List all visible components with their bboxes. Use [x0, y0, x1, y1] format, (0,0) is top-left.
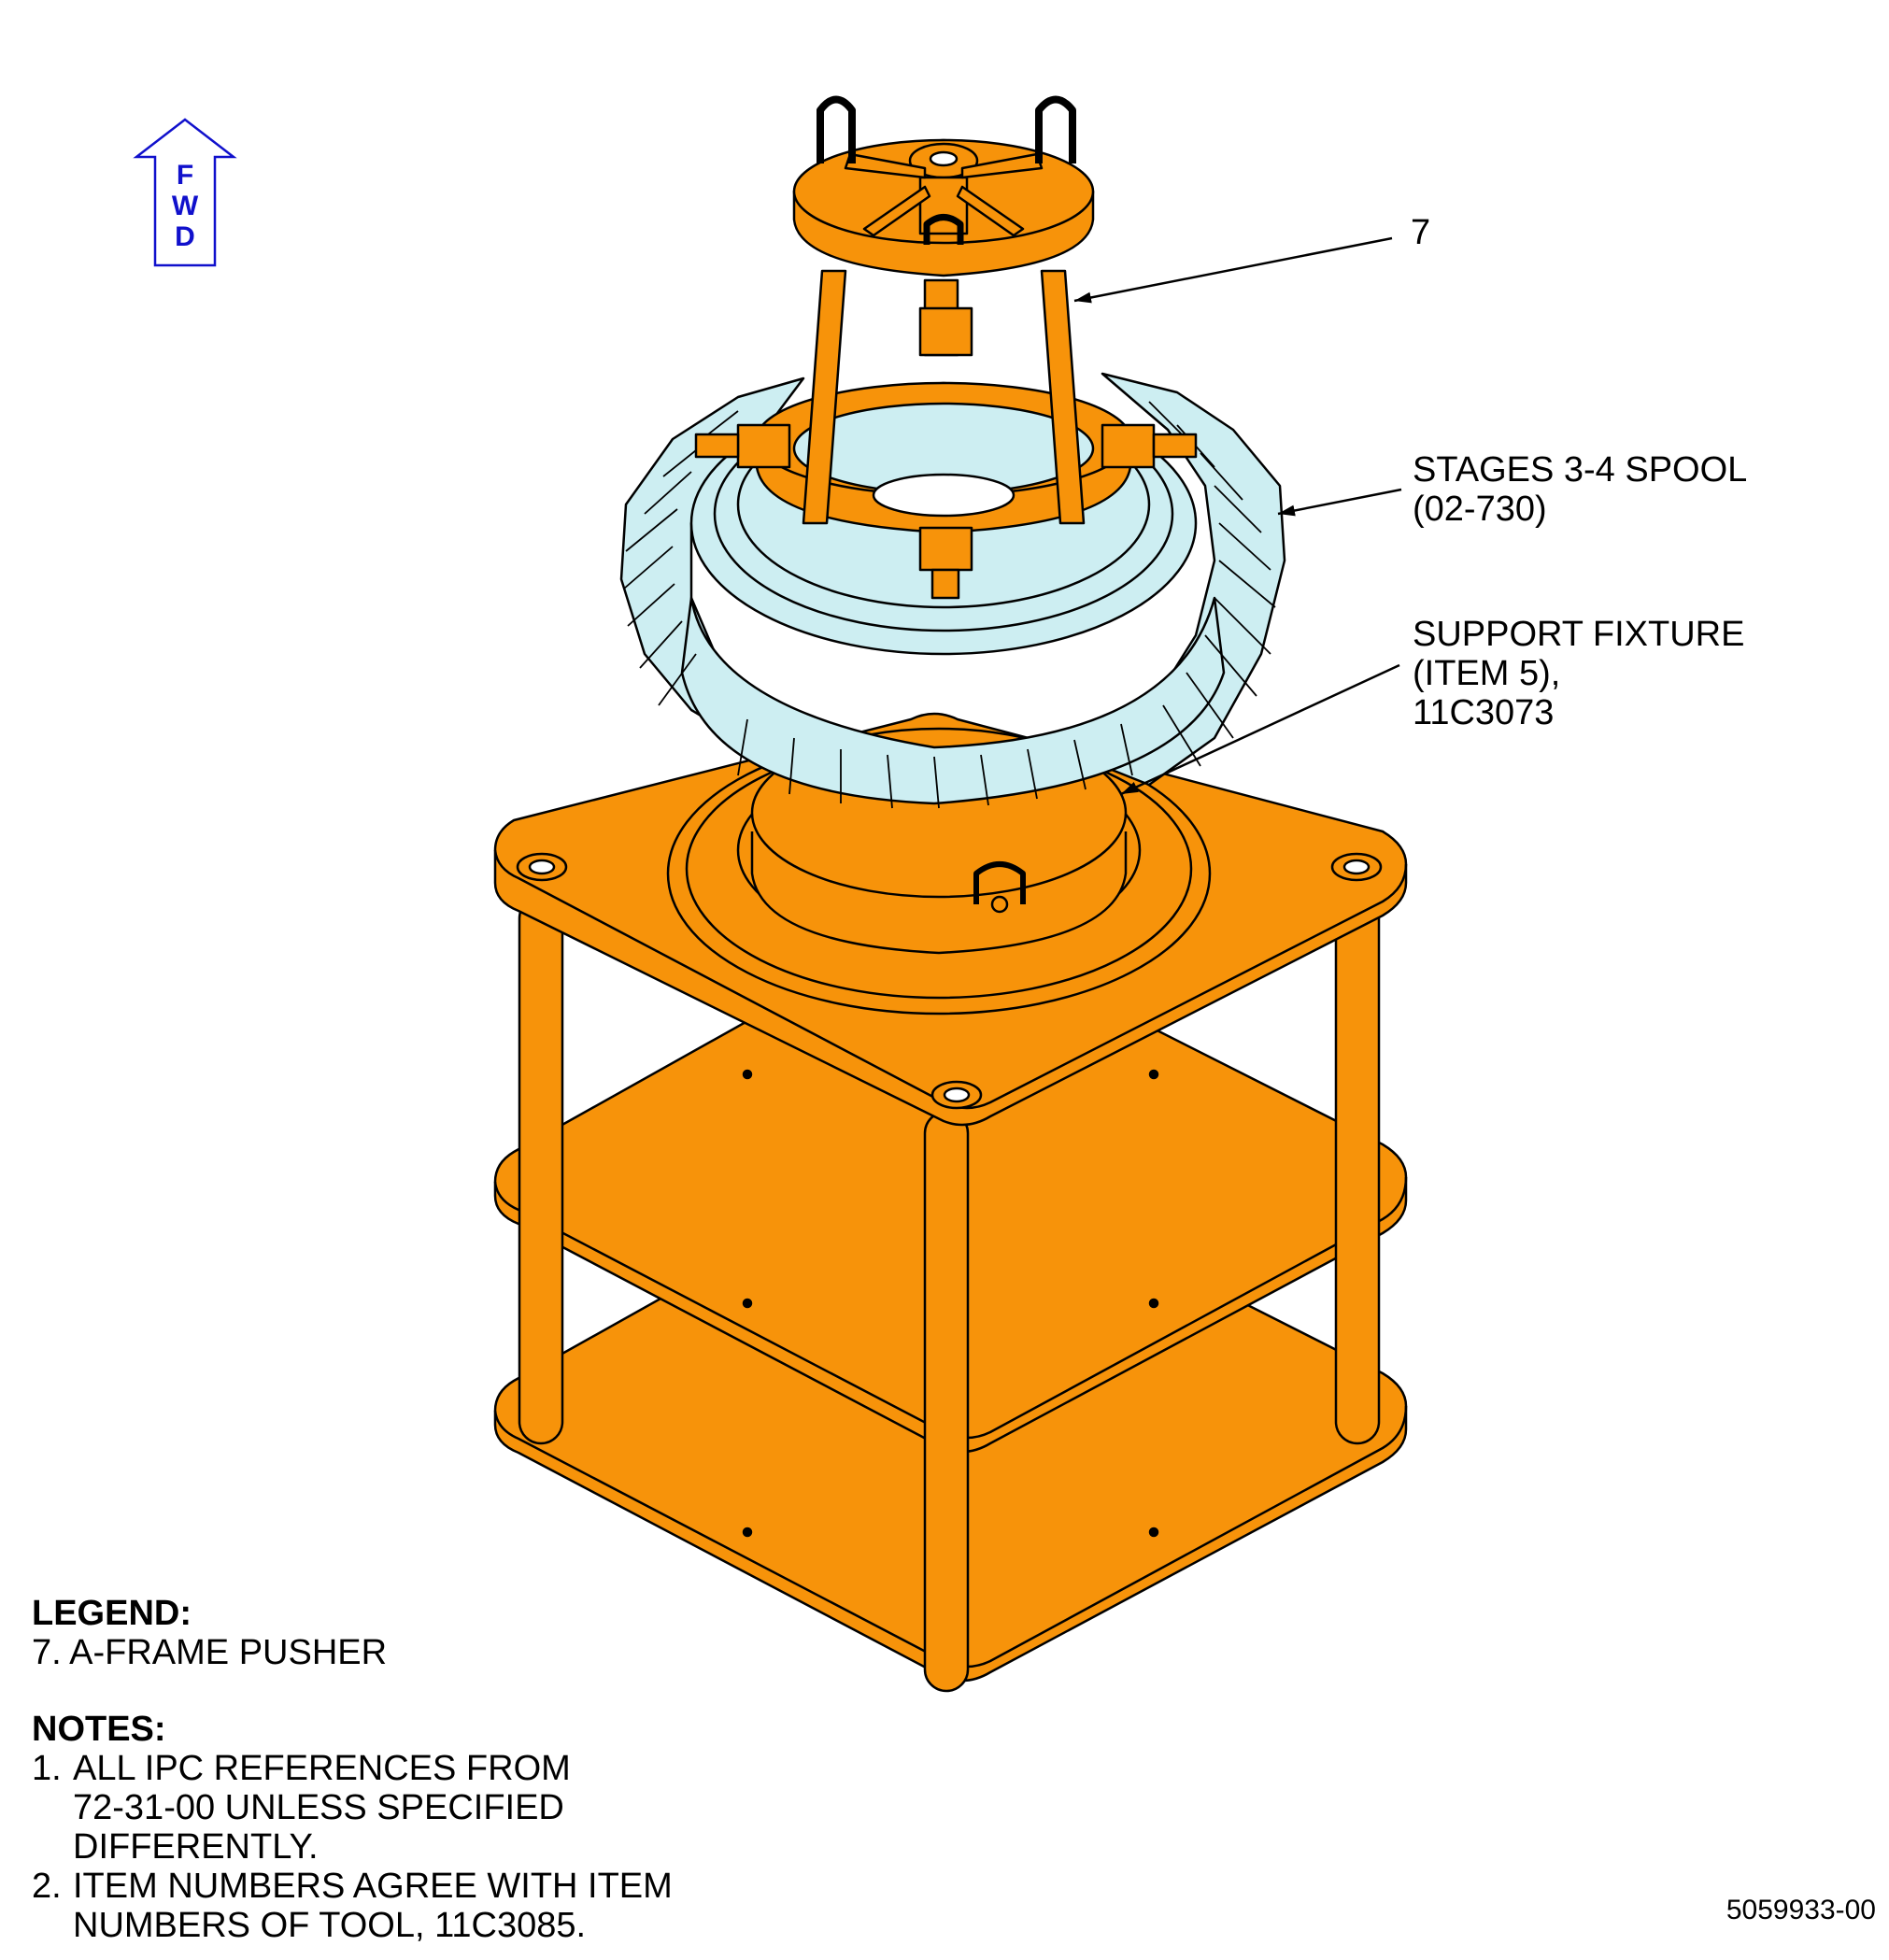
callout-spool-line2: (02-730) [1413, 490, 1547, 529]
note-number: 2. [32, 1867, 62, 1906]
leg-right [1334, 895, 1381, 1445]
legend-title: LEGEND: [32, 1594, 192, 1633]
fwd-letter-w: W [172, 191, 199, 221]
notes: NOTES: 1. ALL IPC REFERENCES FROM 72-31-… [32, 1710, 673, 1945]
leg-left [518, 895, 564, 1445]
document-number: 5059933-00 [1726, 1895, 1876, 1925]
note-text: ALL IPC REFERENCES FROM 72-31-00 UNLESS … [73, 1749, 571, 1867]
callout-fixture-line3: 11C3073 [1413, 693, 1555, 732]
a-frame-pusher [694, 95, 1198, 600]
callout-fixture-line1: SUPPORT FIXTURE [1413, 615, 1745, 654]
fwd-letter-d: D [175, 221, 195, 252]
leader-item7 [1073, 236, 1393, 304]
callout-spool: STAGES 3-4 SPOOL (02-730) [1413, 450, 1747, 529]
callout-spool-line1: STAGES 3-4 SPOOL [1413, 450, 1748, 490]
fwd-letter-f: F [177, 160, 193, 191]
legend: LEGEND: 7. A-FRAME PUSHER [32, 1594, 387, 1672]
fwd-arrow-icon: F W D [133, 118, 237, 267]
leg-front [923, 1110, 970, 1693]
callout-item-7: 7 [1411, 213, 1431, 252]
note-number: 1. [32, 1749, 62, 1788]
leader-lines [1073, 236, 1402, 796]
legend-item: 7. A-FRAME PUSHER [32, 1633, 388, 1672]
note-text: ITEM NUMBERS AGREE WITH ITEM NUMBERS OF … [73, 1867, 673, 1945]
callout-fixture: SUPPORT FIXTURE (ITEM 5), 11C3073 [1413, 615, 1744, 732]
note-item: 1. ALL IPC REFERENCES FROM 72-31-00 UNLE… [32, 1749, 673, 1867]
callout-fixture-line2: (ITEM 5), [1413, 654, 1561, 693]
leader-fixture [1120, 663, 1400, 796]
leader-spool [1277, 488, 1402, 517]
support-fixture [493, 712, 1408, 1693]
note-item: 2. ITEM NUMBERS AGREE WITH ITEM NUMBERS … [32, 1867, 673, 1945]
notes-title: NOTES: [32, 1710, 166, 1749]
